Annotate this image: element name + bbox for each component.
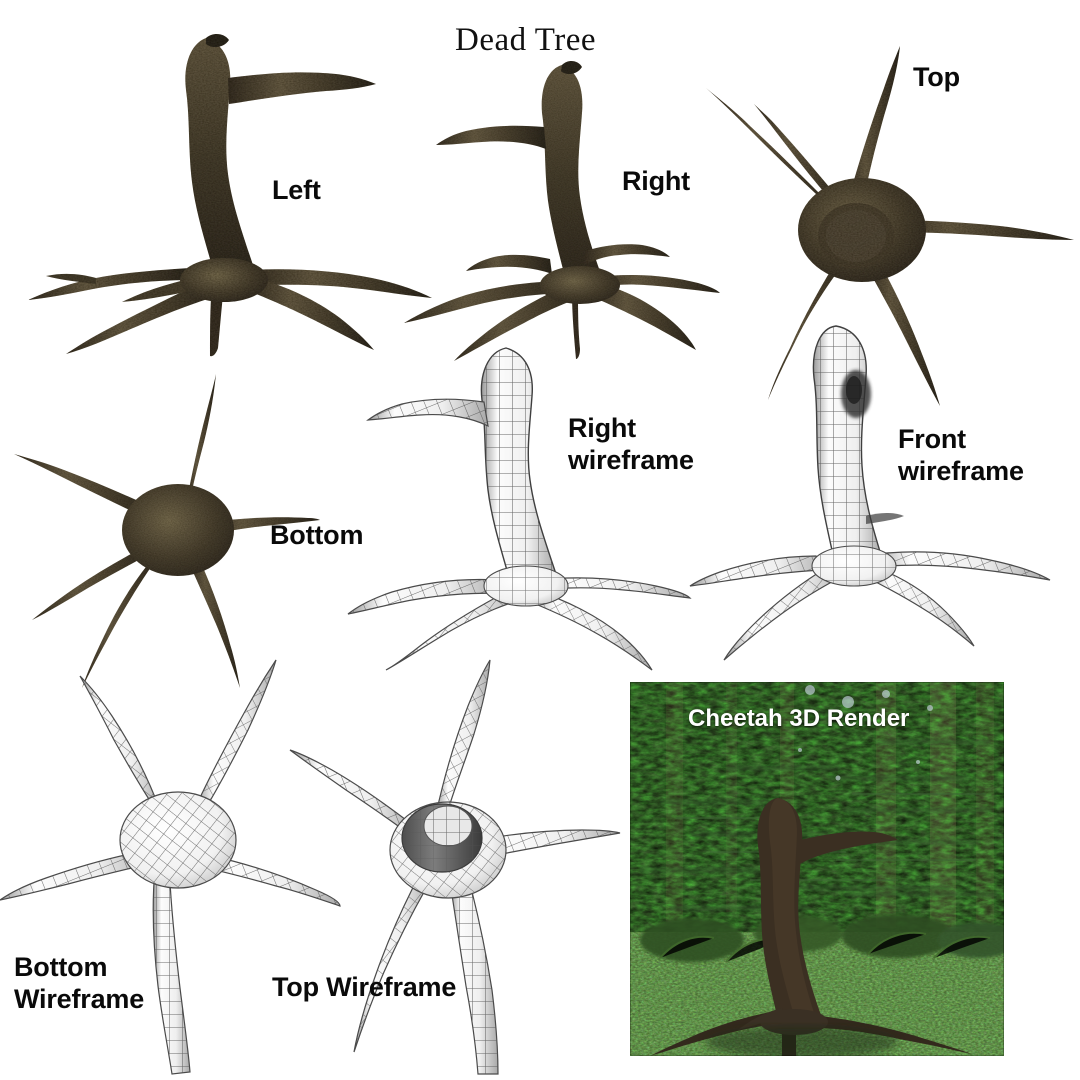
wireframe-model-bottom [0,659,341,1075]
view-bottom [0,360,320,690]
render-photo-panel [630,682,1004,1056]
view-front-wireframe [689,320,1051,661]
label-bottom: Bottom [270,520,364,550]
wireframe-model-front [689,325,1051,661]
photo-caption: Cheetah 3D Render [688,705,910,732]
view-left [10,18,440,358]
view-top [670,40,1080,440]
label-right: Right [622,166,690,196]
tree-model-right [404,61,720,361]
view-bottom-wireframe [0,650,341,1080]
label-top-wireframe: Top Wireframe [272,972,457,1002]
composited-tree-render [650,798,972,1056]
label-front-wireframe: Front wireframe [898,424,1024,486]
label-left: Left [272,175,321,205]
label-right-wireframe: Right wireframe [568,413,694,475]
label-bottom-wireframe: Bottom Wireframe [14,952,145,1014]
view-right [390,55,720,365]
wireframe-model-right [347,347,692,671]
tree-model-top [706,46,1074,406]
label-top: Top [913,62,960,92]
view-right-wireframe [330,330,692,671]
tree-model-left [28,34,432,357]
tree-model-bottom [14,374,320,688]
view-top-wireframe [289,650,621,1080]
page-title: Dead Tree [455,22,597,58]
forest-render-image [630,682,1004,1056]
wireframe-model-top [289,659,621,1075]
